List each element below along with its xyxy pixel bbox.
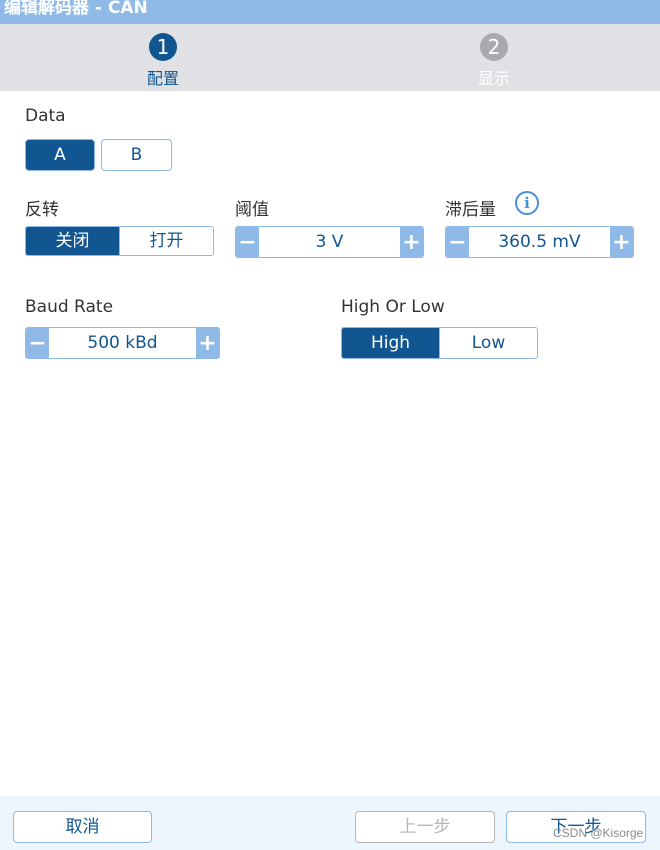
step-1-label: 配置 [146,69,179,88]
high-option[interactable]: High [342,328,439,358]
hysteresis-decrement-button[interactable]: − [446,227,469,257]
data-option-a-button[interactable]: A [25,139,95,171]
threshold-decrement-button[interactable]: − [236,227,259,257]
threshold-label: 阈值 [235,200,269,220]
threshold-stepper: − 3 V + [235,226,424,258]
hysteresis-stepper: − 360.5 mV + [445,226,634,258]
baud-rate-label: Baud Rate [25,297,114,317]
invert-toggle: 关闭 打开 [25,226,214,256]
data-option-b-button[interactable]: B [101,139,172,171]
baud-rate-stepper: − 500 kBd + [25,327,220,359]
baud-rate-increment-button[interactable]: + [196,328,219,358]
previous-step-button[interactable]: 上一步 [355,811,495,843]
invert-on-option[interactable]: 打开 [119,227,213,255]
watermark: CSDN @Kisorge [553,826,644,840]
window-title: 编辑解码器 - CAN [0,0,660,24]
invert-label: 反转 [25,200,59,220]
hysteresis-value[interactable]: 360.5 mV [498,232,581,252]
baud-rate-decrement-button[interactable]: − [26,328,49,358]
baud-rate-value[interactable]: 500 kBd [87,333,158,353]
threshold-increment-button[interactable]: + [400,227,423,257]
wizard-steps: 1 配置 2 显示 [0,24,660,91]
cancel-button[interactable]: 取消 [13,811,152,843]
high-or-low-toggle: High Low [341,327,538,359]
low-option[interactable]: Low [439,328,537,358]
next-step-button[interactable]: 下一步 [506,811,646,843]
high-or-low-label: High Or Low [341,297,445,317]
info-icon[interactable]: i [515,191,539,215]
hysteresis-label: 滞后量 [445,200,496,220]
step-1-number: 1 [149,33,177,61]
hysteresis-increment-button[interactable]: + [610,227,633,257]
step-2-number: 2 [480,33,508,61]
data-label: Data [25,106,66,126]
step-display[interactable]: 2 显示 [454,33,534,89]
step-config[interactable]: 1 配置 [123,33,203,89]
threshold-value[interactable]: 3 V [315,232,344,252]
step-2-label: 显示 [477,69,510,88]
invert-off-option[interactable]: 关闭 [26,227,119,255]
